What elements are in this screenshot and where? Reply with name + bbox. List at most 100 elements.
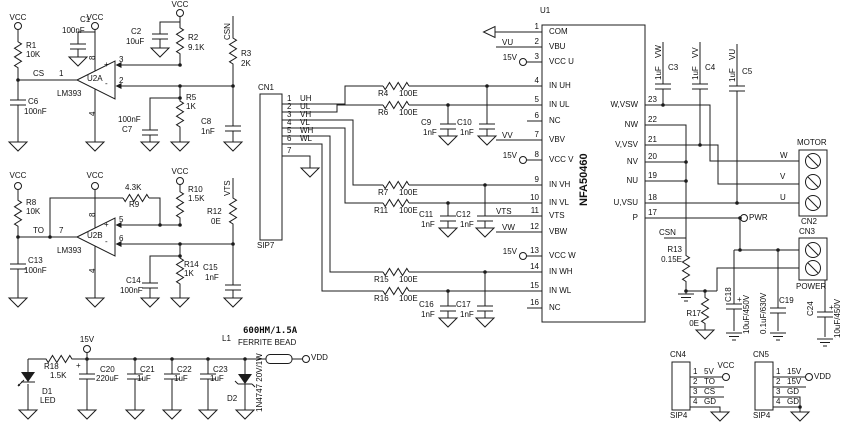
u1-pin16-label: NC: [549, 303, 561, 312]
ground-icon: [67, 56, 89, 67]
u1-pin2-label: VBU: [549, 42, 566, 51]
u1-pin7-num: 7: [534, 130, 539, 139]
c14-val: 100nF: [120, 286, 143, 295]
junction-dot: [698, 143, 702, 147]
resistor-icon: [122, 193, 150, 203]
c18-ref: C18: [724, 287, 733, 302]
d1-val: LED: [40, 396, 56, 405]
wire: [716, 267, 799, 291]
ground-icon: [84, 297, 106, 308]
c21-val: 1uF: [137, 374, 151, 383]
r4-val: 100E: [399, 89, 418, 98]
cn4-pin2-net: TO: [704, 377, 715, 386]
cn4-type: SIP4: [670, 411, 688, 420]
ground-icon: [474, 227, 496, 238]
vcc-label-4: VCC: [9, 171, 27, 180]
opamp-icon: [75, 217, 116, 257]
wire: [49, 197, 123, 237]
u2a-pin3: 3: [119, 55, 124, 64]
junction-dot: [231, 84, 235, 88]
terminal-icon: [91, 22, 99, 30]
c5-ref: C5: [742, 67, 753, 76]
cn1-pin6-net: WL: [300, 134, 312, 143]
ground-icon: [222, 297, 244, 308]
c10-ref: C10: [457, 118, 472, 127]
resistor-icon: [382, 81, 410, 91]
u1-pin18-num: 18: [648, 193, 657, 202]
capacitor-icon: [142, 129, 158, 142]
u1-pin9-label: IN VH: [549, 180, 571, 189]
terminal-icon: [519, 156, 527, 164]
c20-plus: +: [76, 361, 81, 370]
junction-dot: [178, 242, 182, 246]
cn4-pin1-net: 5V: [704, 367, 714, 376]
input-arrow-icon: [115, 83, 122, 89]
wire: [282, 127, 383, 204]
capacitor-icon: [729, 85, 745, 203]
ground-icon: [437, 135, 459, 146]
u-net-label: U: [780, 193, 786, 202]
c5-val: 1uF: [728, 68, 737, 82]
u2a-pin4: 4: [88, 111, 97, 116]
u1-pin20-num: 20: [648, 152, 657, 161]
led-arrow-icon: [17, 379, 25, 387]
c6-val: 100nF: [24, 107, 47, 116]
cn3-ref: CN3: [799, 227, 816, 236]
l1-ref: L1: [222, 334, 231, 343]
u1-part: NFA50460: [578, 153, 590, 206]
resistor-icon: [681, 246, 691, 291]
capacitor-icon: [200, 359, 216, 410]
cn1-pin1-net: UH: [300, 94, 312, 103]
u1-ic-box: [541, 24, 646, 323]
pwr-net-label: PWR: [749, 213, 768, 222]
u1-pin19-label: NU: [626, 176, 638, 185]
resistor-icon: [382, 100, 410, 110]
u2a-pin1: 1: [59, 69, 64, 78]
c1-val: 100nF: [62, 26, 85, 35]
u1-pin23-label: W,VSW: [610, 100, 638, 109]
c1-ref: C1: [80, 15, 91, 24]
u1-pin7-label: VBV: [549, 135, 566, 144]
junction-dot: [133, 357, 137, 361]
r8-ref: R8: [26, 198, 37, 207]
r16-ref: R16: [374, 294, 389, 303]
cn1-pin4-net: VL: [300, 118, 310, 127]
capacitor-icon: [477, 185, 493, 228]
u2a-pin2: 2: [119, 76, 124, 85]
u1-pin21-num: 21: [648, 135, 657, 144]
terminal-icon: [14, 182, 22, 190]
wire: [645, 104, 799, 162]
terminal-icon: [176, 177, 184, 185]
screw-terminal-icon: [807, 262, 819, 274]
ground-icon: [7, 141, 29, 152]
terminal-icon: [83, 345, 91, 353]
junction-dot: [776, 248, 780, 252]
ground-icon: [476, 135, 498, 146]
c8-val: 1nF: [201, 127, 215, 136]
capacitor-icon: [440, 203, 456, 228]
v15-label-2: 15V: [502, 53, 517, 62]
u1-pin8-num: 8: [534, 150, 539, 159]
screw-terminal-icon: [807, 176, 819, 188]
r3-val: 2K: [241, 59, 251, 68]
junction-dot: [48, 235, 52, 239]
u2b-part: LM393: [57, 246, 82, 255]
r11-ref: R11: [374, 206, 389, 215]
earth-ground-icon: [770, 332, 786, 341]
wire: [282, 119, 383, 186]
wire: [159, 21, 180, 34]
r5-val: 1K: [186, 102, 196, 111]
resistor-icon: [175, 184, 185, 225]
u1-pin8-label: VCC V: [549, 155, 574, 164]
wire: [149, 197, 161, 225]
vw-net-label: VW: [502, 223, 515, 232]
cn4-pin4-net: GD: [704, 397, 716, 406]
junction-dot: [16, 78, 20, 82]
junction-dot: [483, 270, 487, 274]
junction-dot: [158, 223, 162, 227]
junction-dot: [684, 179, 688, 183]
vcc-label-7: VCC: [717, 361, 735, 370]
terminal-icon: [91, 182, 99, 190]
capacitor-icon: [142, 282, 158, 298]
